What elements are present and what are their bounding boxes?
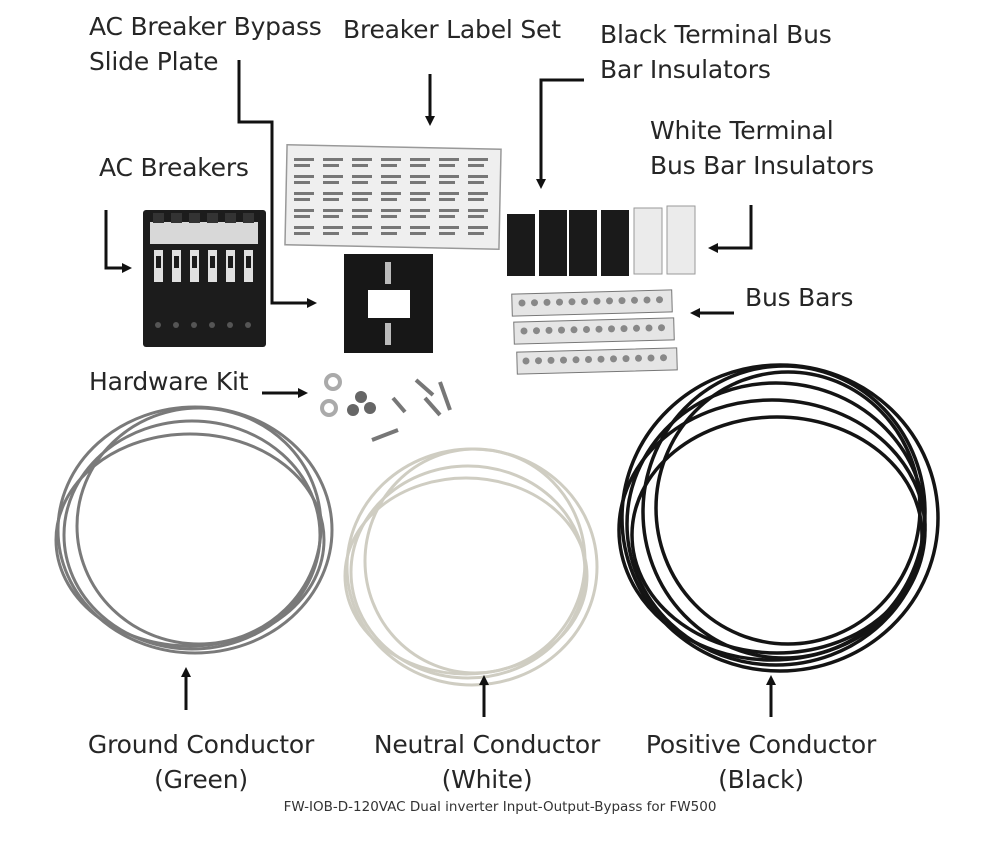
neutral-conductor-coil [343, 447, 599, 687]
figure-caption: FW-IOB-D-120VAC Dual inverter Input-Outp… [283, 799, 717, 815]
label-breaker-label-set: Breaker Label Set [343, 15, 561, 44]
label-bypass-slide-plate: AC Breaker Bypass Slide Plate [89, 12, 322, 76]
bypass-slide-plate-image [344, 254, 433, 353]
pointer-arrows [104, 60, 776, 717]
ac-breakers-image [143, 210, 266, 347]
label-positive-conductor: Positive Conductor (Black) [645, 730, 877, 794]
bus-bars-image [511, 289, 678, 375]
label-hardware-kit: Hardware Kit [89, 367, 249, 396]
white-insulators-image [633, 205, 696, 275]
label-black-insulators: Black Terminal Bus Bar Insulators [600, 20, 832, 84]
black-insulators-image [507, 210, 629, 276]
ground-conductor-coil [54, 405, 334, 655]
label-neutral-conductor: Neutral Conductor (White) [373, 730, 601, 794]
label-ac-breakers: AC Breakers [99, 153, 249, 182]
label-bus-bars: Bus Bars [745, 283, 854, 312]
hardware-kit-image [320, 373, 452, 442]
positive-conductor-coil [617, 363, 940, 673]
label-ground-conductor: Ground Conductor (Green) [87, 730, 315, 794]
breaker-label-card [284, 144, 502, 250]
label-white-insulators: White Terminal Bus Bar Insulators [650, 116, 874, 180]
